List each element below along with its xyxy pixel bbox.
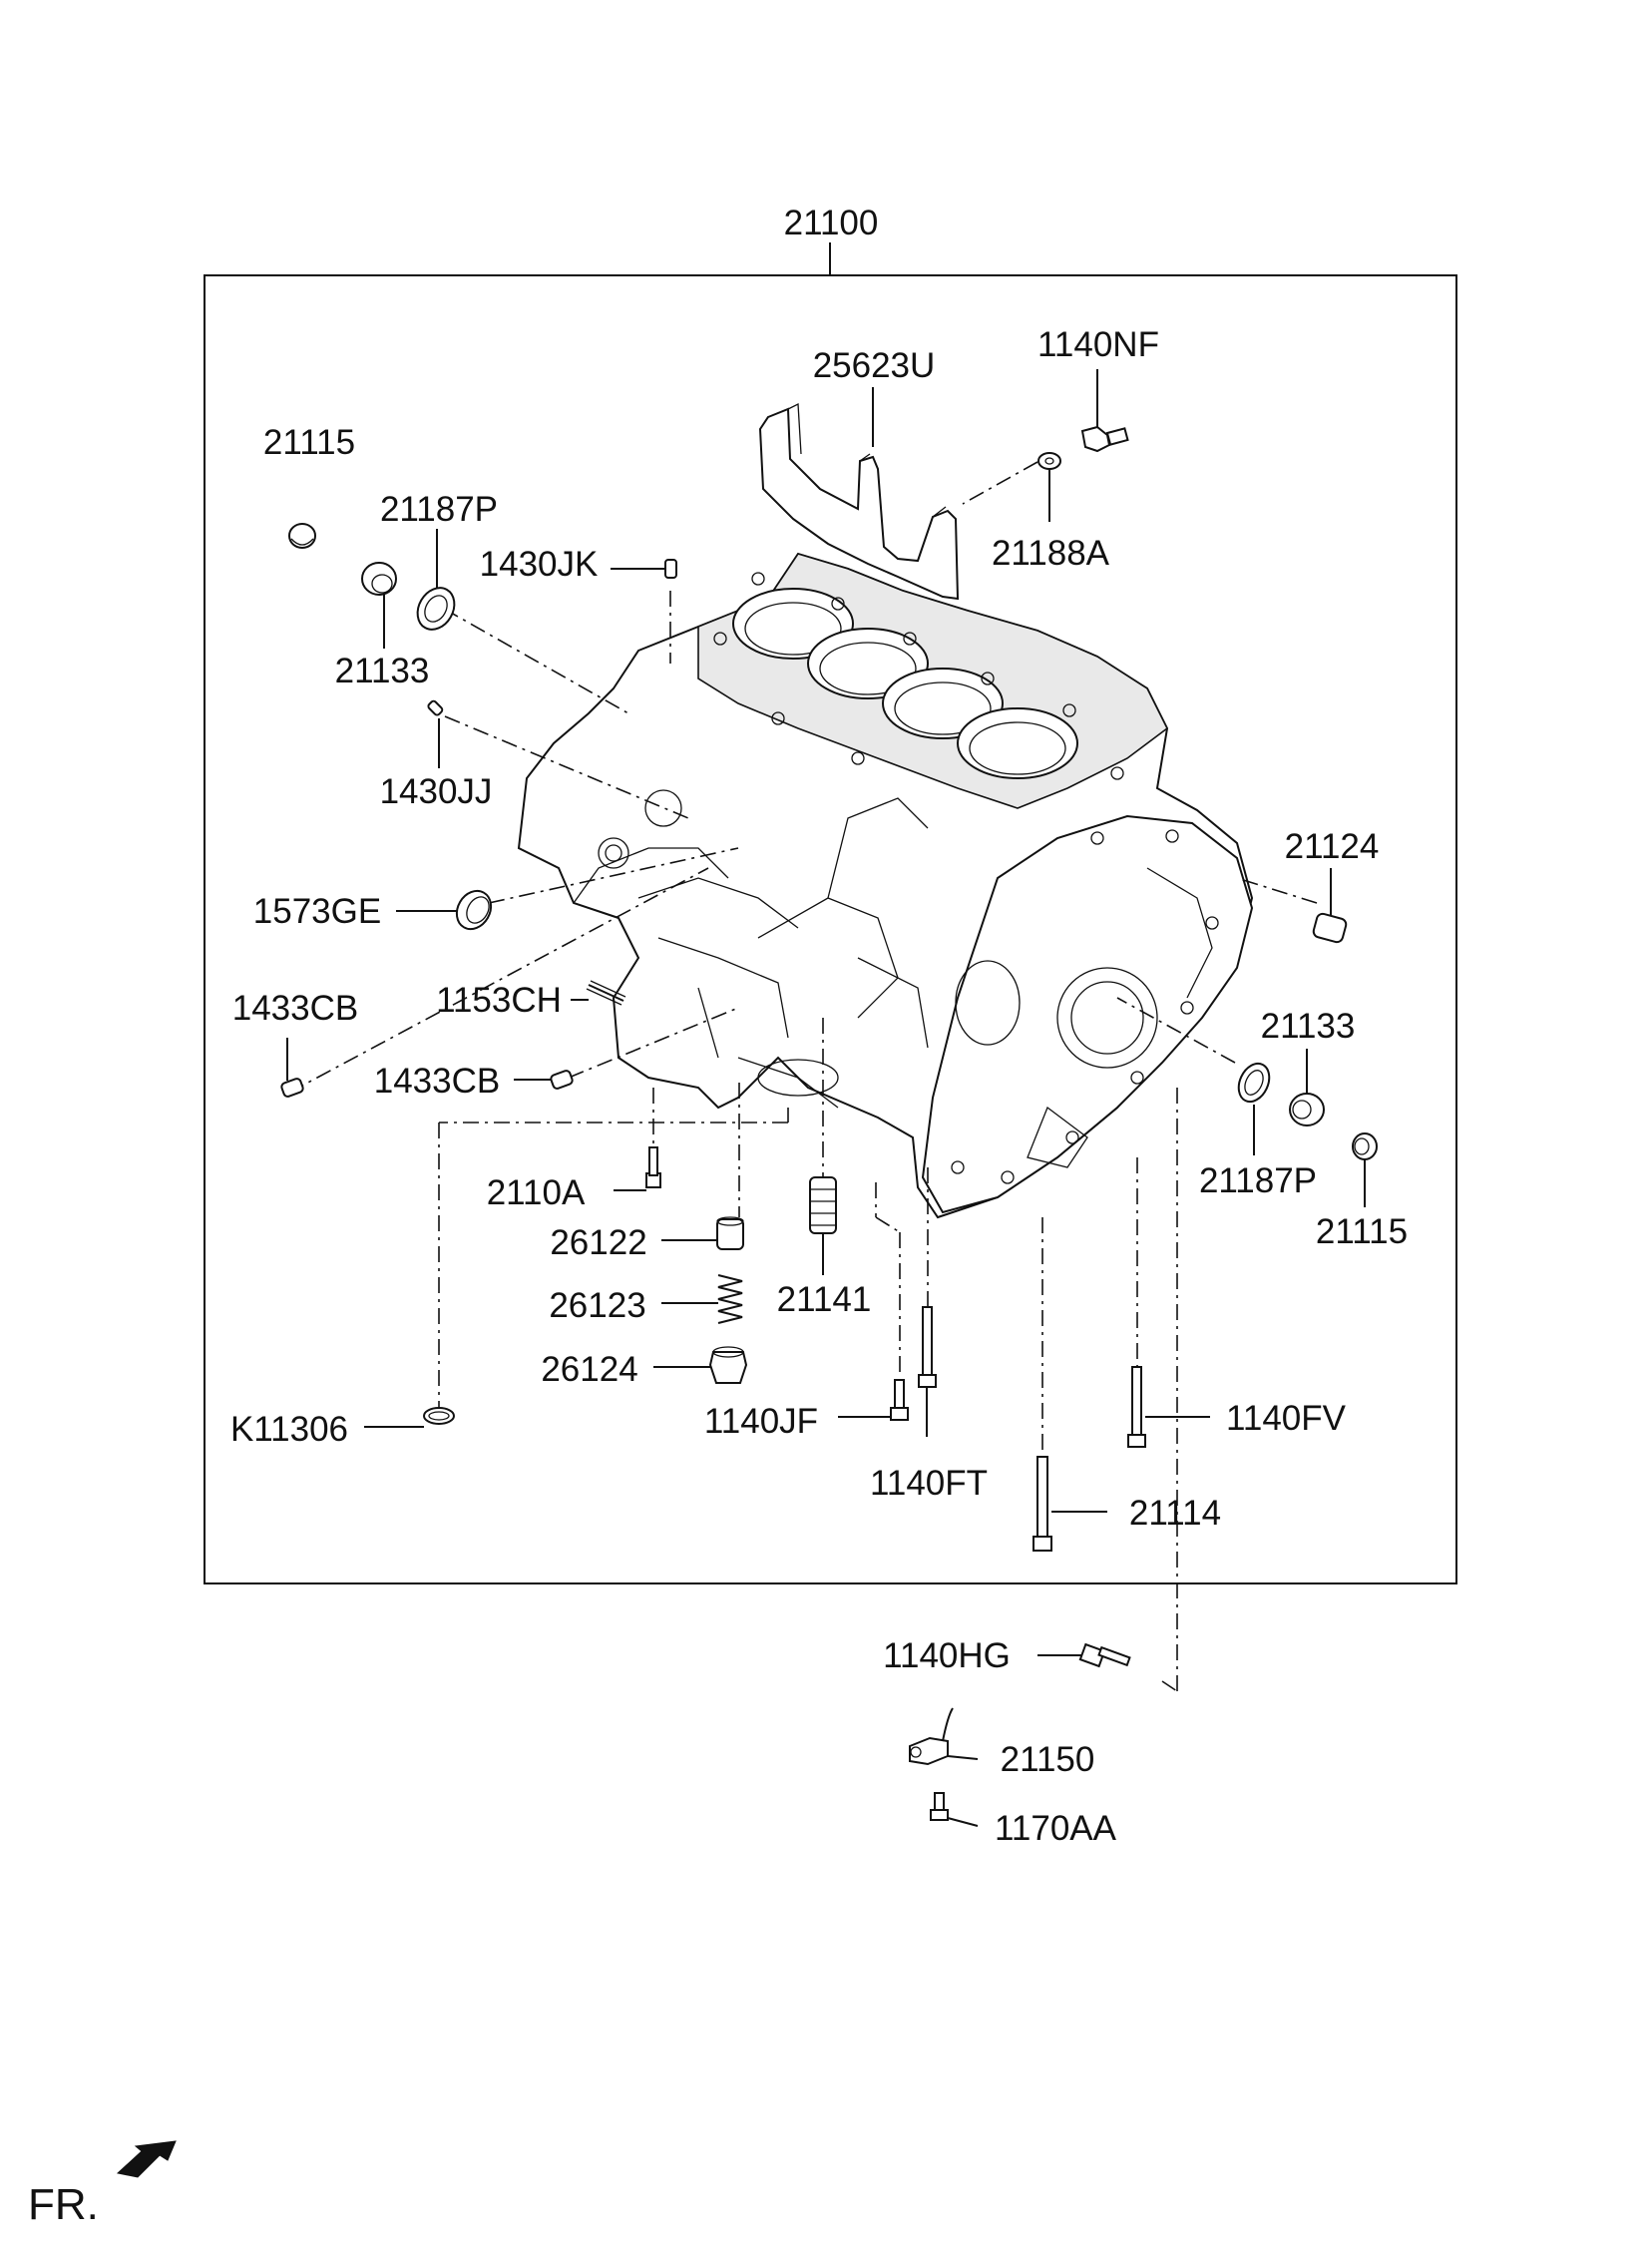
plug-right-part <box>1289 1093 1325 1127</box>
pin-right-part <box>1312 912 1348 944</box>
gasket-plate-part <box>758 402 960 601</box>
bolt-2110a-part <box>645 1146 661 1188</box>
cap-right-part <box>1352 1132 1378 1160</box>
label-21141: 21141 <box>777 1280 872 1319</box>
washer-top-part <box>1037 452 1061 470</box>
label-1433cb-left: 1433CB <box>232 989 358 1028</box>
label-1573ge: 1573GE <box>253 892 381 931</box>
plug-26124-part <box>708 1346 748 1384</box>
label-21124: 21124 <box>1285 827 1380 866</box>
label-1430jj: 1430JJ <box>380 772 493 811</box>
oring-left-part <box>416 587 456 631</box>
label-1140nf: 1140NF <box>1037 325 1159 364</box>
label-1433cb-mid: 1433CB <box>374 1062 500 1101</box>
spring-26123-part <box>717 1274 743 1324</box>
cylinder-block <box>517 552 1254 1219</box>
dowel-mid-part <box>550 1070 574 1090</box>
seal-left-part <box>455 889 493 931</box>
bolt-hg-part <box>1078 1642 1131 1668</box>
label-21187p-left: 21187P <box>380 490 498 529</box>
oring-k-part <box>423 1407 455 1425</box>
label-21133-right: 21133 <box>1261 1007 1356 1046</box>
label-21133-left: 21133 <box>335 652 430 690</box>
pin-jj-part <box>427 699 444 716</box>
dowel-left-part <box>280 1078 304 1098</box>
label-21187p-right: 21187P <box>1199 1161 1317 1200</box>
bolt-jf-part <box>890 1379 909 1421</box>
bolt-21114-part <box>1032 1456 1052 1552</box>
bolt-top-part <box>1080 425 1129 453</box>
bolt-ft-part <box>918 1306 937 1388</box>
assembly-frame <box>204 242 1457 1584</box>
label-1140hg: 1140HG <box>883 1636 1011 1675</box>
label-21115-right: 21115 <box>1316 1212 1408 1251</box>
label-21115-left: 21115 <box>263 423 355 462</box>
label-26124: 26124 <box>541 1350 637 1389</box>
dash-connectors <box>288 461 1318 1692</box>
front-arrow-icon <box>116 2140 177 2178</box>
label-26122: 26122 <box>550 1223 646 1262</box>
label-21100: 21100 <box>784 204 879 242</box>
bolt-fv-part <box>1127 1366 1146 1448</box>
sensor-part <box>909 1707 954 1766</box>
oring-right-part <box>1237 1062 1271 1104</box>
label-1430jk: 1430JK <box>480 545 599 584</box>
valve-26122-part <box>716 1216 744 1250</box>
cap-left-part <box>288 523 316 549</box>
front-direction: FR. <box>28 2140 177 2229</box>
label-1170aa: 1170AA <box>995 1809 1117 1848</box>
label-21188a: 21188A <box>992 534 1110 573</box>
front-label: FR. <box>28 2180 99 2229</box>
label-2110a: 2110A <box>487 1173 586 1212</box>
label-21150: 21150 <box>1001 1740 1095 1779</box>
stud-part <box>586 980 626 1006</box>
bolt-aa-part <box>930 1792 949 1821</box>
pin-jk-part <box>664 559 677 579</box>
label-21114: 21114 <box>1129 1494 1221 1533</box>
label-1140fv: 1140FV <box>1226 1399 1347 1438</box>
plug-left-part <box>361 562 397 596</box>
jet-21141-part <box>809 1176 837 1234</box>
label-25623u: 25623U <box>813 346 936 385</box>
leader-lines <box>286 369 1366 1827</box>
label-1140ft: 1140FT <box>870 1464 988 1503</box>
label-1140jf: 1140JF <box>704 1402 818 1441</box>
label-26123: 26123 <box>549 1286 645 1325</box>
label-1153ch: 1153CH <box>436 981 562 1020</box>
label-k11306: K11306 <box>230 1410 348 1449</box>
